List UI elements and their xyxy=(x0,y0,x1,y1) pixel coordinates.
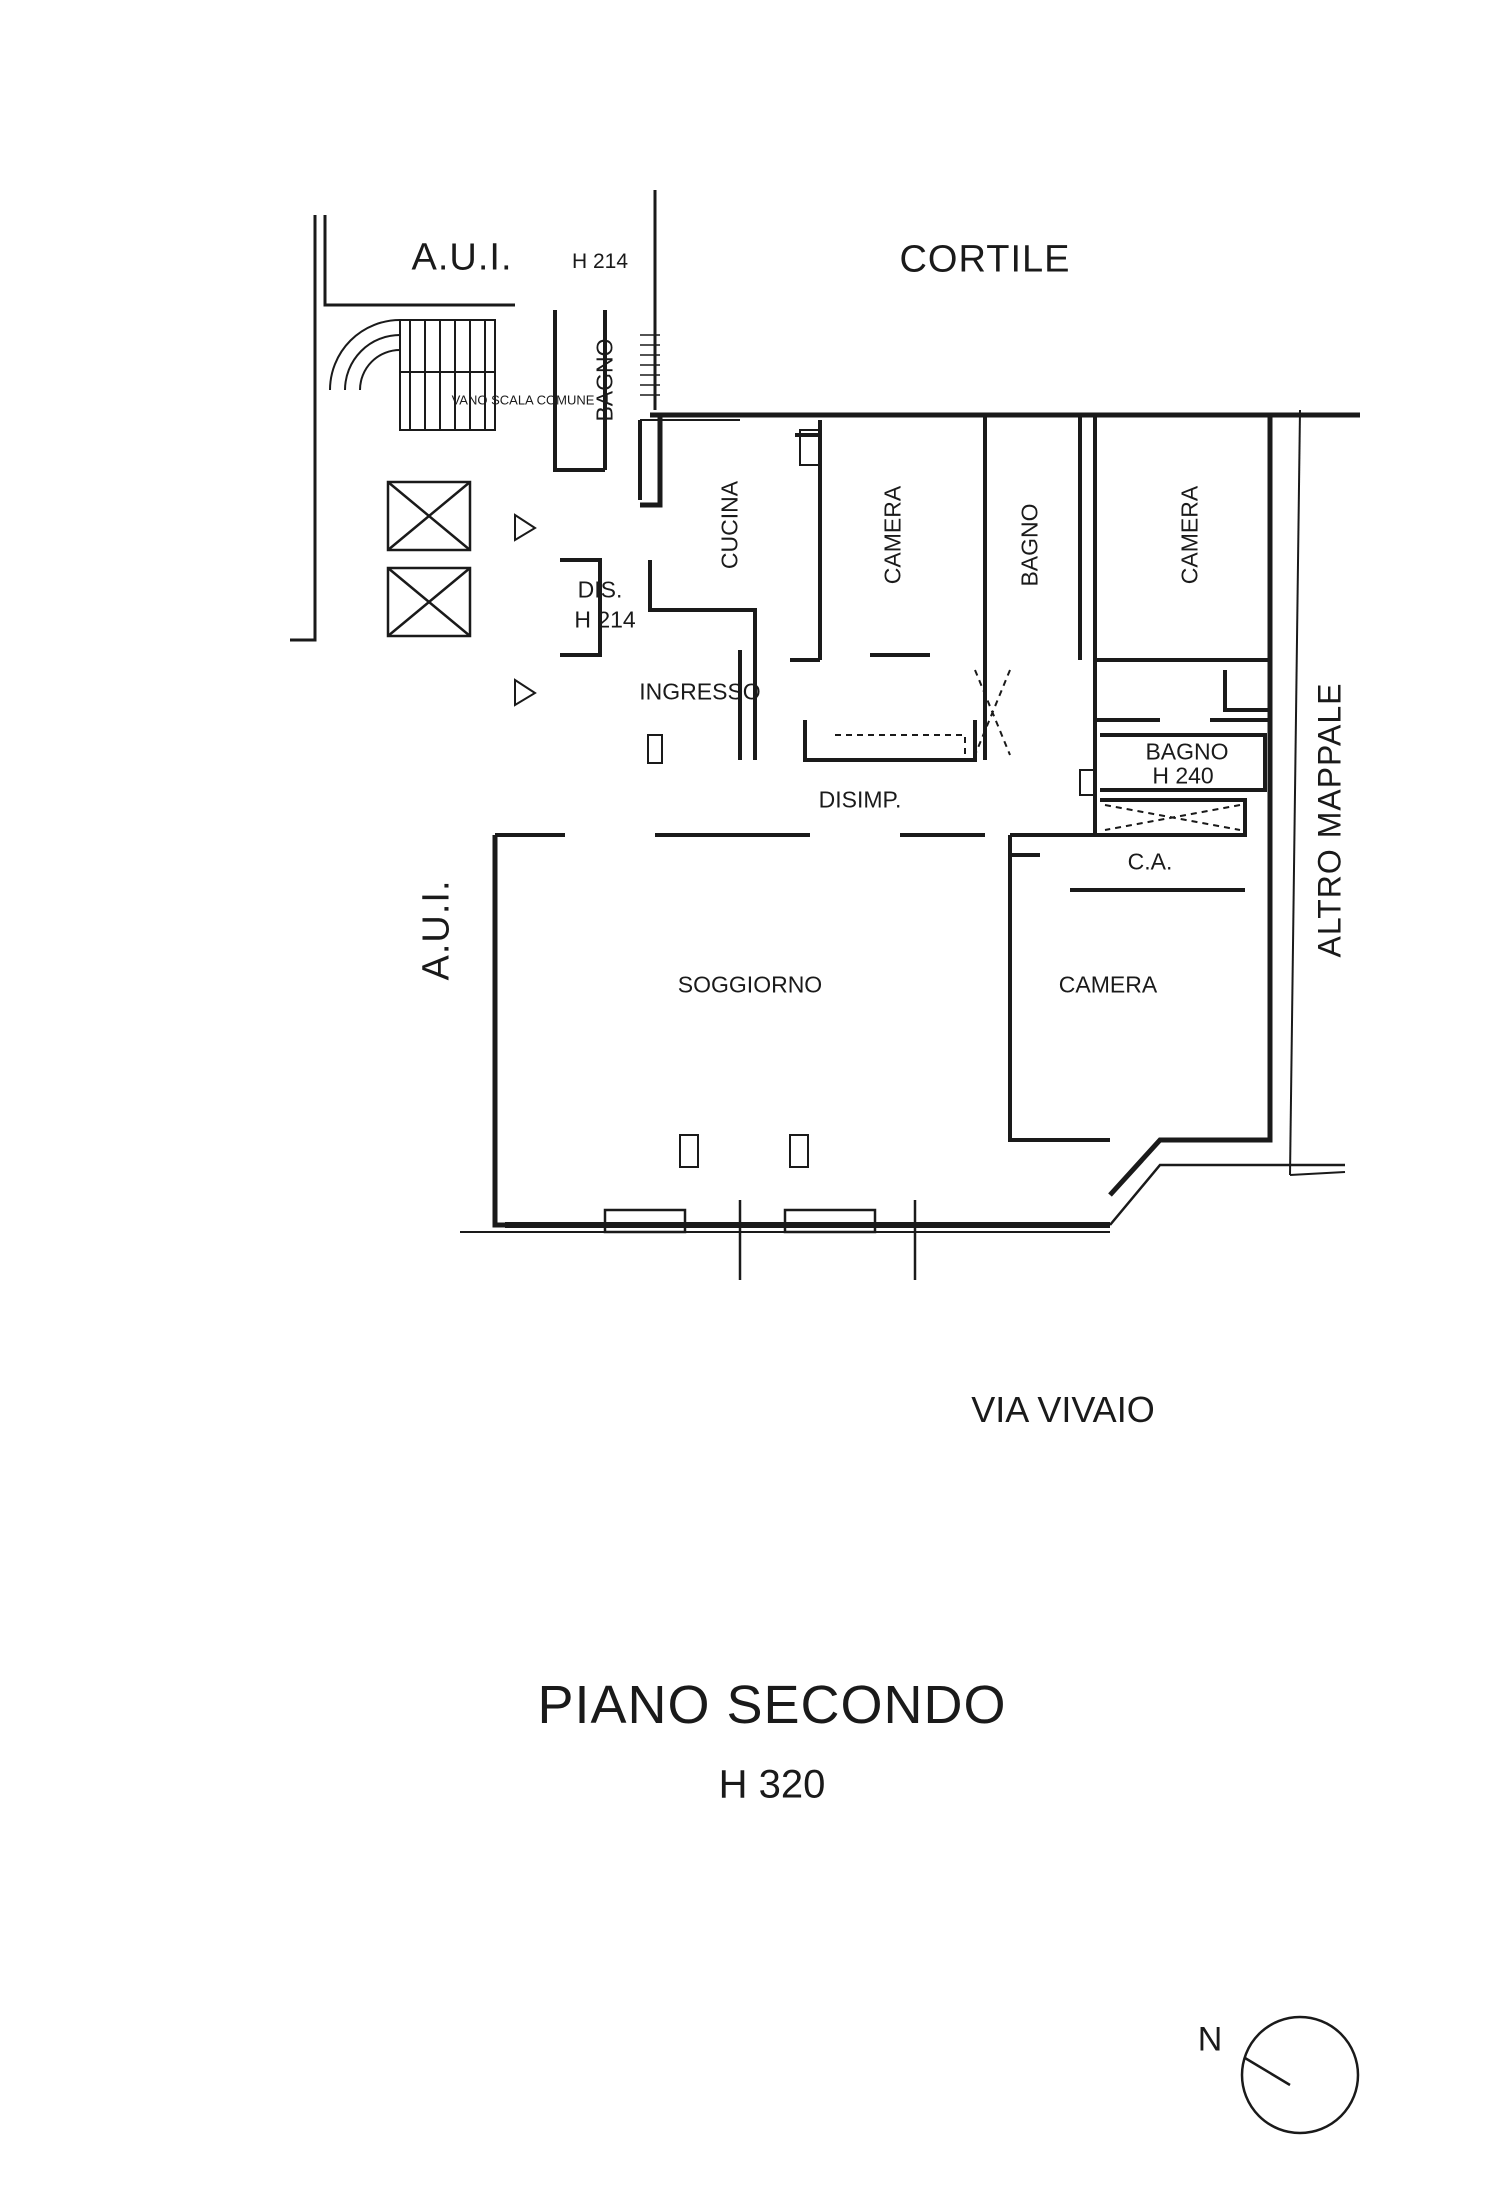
elevator-shafts xyxy=(386,480,472,638)
entry-arrows xyxy=(514,513,537,707)
exterior-wall-north xyxy=(640,412,663,508)
room-height-dis: H 214 xyxy=(574,606,636,633)
neighbor-label-left: A.U.I. xyxy=(415,879,458,981)
spiral-stair xyxy=(329,319,496,431)
room-height-bagno-3: H 240 xyxy=(1152,762,1214,789)
neighbor-label-top: A.U.I. xyxy=(411,236,513,279)
room-label-bagno-2: BAGNO xyxy=(1016,503,1043,587)
floor-title: PIANO SECONDO xyxy=(537,1675,1007,1735)
compass-ring xyxy=(1240,2015,1360,2135)
room-label-soggiorno: SOGGIORNO xyxy=(677,971,823,998)
room-label-ingresso: INGRESSO xyxy=(639,678,761,705)
height-label-top: H 214 xyxy=(571,250,629,273)
room-label-camera-2: CAMERA xyxy=(1176,485,1203,585)
room-label-bagno-3: BAGNO xyxy=(1145,738,1229,765)
room-label-disimp: DISIMP. xyxy=(818,786,902,813)
floor-height: H 320 xyxy=(718,1762,826,1807)
compass-needle xyxy=(1244,2056,1291,2087)
compass-north-label: N xyxy=(1197,2020,1223,2059)
interior-walls xyxy=(495,310,1270,1142)
room-label-cucina: CUCINA xyxy=(716,480,743,570)
bathroom-hatch xyxy=(640,334,660,396)
neighbor-boundary-inner xyxy=(323,215,515,307)
exterior-wall-east xyxy=(1108,415,1273,1197)
room-label-ca: C.A. xyxy=(1127,848,1173,875)
stairwell-label: VANO SCALA COMUNE xyxy=(451,392,595,408)
adjacent-parcel-label: ALTRO MAPPALE xyxy=(1311,682,1348,958)
door-swings xyxy=(835,669,1241,831)
exterior-wall-west xyxy=(492,835,505,1228)
room-label-bagno-1: BAGNO xyxy=(591,338,618,422)
south-windows xyxy=(603,1200,917,1280)
room-label-dis: DIS. xyxy=(577,576,623,603)
room-label-camera-1: CAMERA xyxy=(879,485,906,585)
street-label: VIA VIVAIO xyxy=(971,1389,1155,1430)
neighbor-boundary-top xyxy=(290,215,317,642)
courtyard-label: CORTILE xyxy=(899,238,1071,281)
room-label-camera-3: CAMERA xyxy=(1058,971,1158,998)
fixtures xyxy=(647,429,1095,1168)
